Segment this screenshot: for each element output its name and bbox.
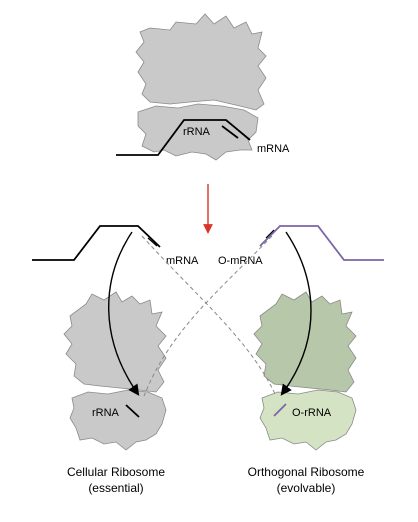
o-mrna-strand	[259, 225, 384, 261]
mrna-binding-mark	[147, 237, 158, 247]
o-mrna-to-cellular-dashed	[143, 235, 273, 397]
cellular-ribosome-large-subunit	[63, 291, 167, 393]
o-mrna-label: O-mRNA	[218, 255, 263, 267]
top-ribosome: rRNA mRNA	[116, 13, 290, 161]
orthogonal-rrna-label: O-rRNA	[292, 407, 332, 419]
orthogonal-ribosome-large-subunit	[253, 291, 357, 393]
cellular-rrna-label: rRNA	[92, 407, 120, 419]
o-mrna-to-orthogonal-arrow	[280, 231, 312, 396]
orthogonal-ribosome: O-rRNA	[253, 291, 357, 451]
cellular-ribosome-small-subunit	[69, 389, 167, 451]
mrna-label: mRNA	[166, 255, 199, 267]
top-rrna-label: rRNA	[183, 126, 211, 138]
top-ribosome-large-subunit	[135, 13, 267, 111]
top-rrna-segment	[221, 125, 239, 139]
top-mrna-strand	[116, 119, 251, 156]
cellular-caption-title: Cellular Ribosome	[67, 465, 165, 479]
cellular-ribosome: rRNA	[63, 291, 167, 451]
cellular-caption-sub: (essential)	[88, 481, 143, 495]
top-ribosome-small-subunit	[137, 103, 259, 161]
orthogonal-ribosome-small-subunit	[259, 389, 357, 451]
cellular-rrna-segment	[125, 404, 140, 418]
mrna-to-orthogonal-dashed	[141, 235, 277, 397]
orthogonal-caption-title: Orthogonal Ribosome	[248, 465, 365, 479]
orthogonal-caption-sub: (evolvable)	[277, 481, 336, 495]
mrna-strand	[32, 225, 161, 261]
o-mrna-binding-mark	[265, 229, 275, 239]
top-mrna-label: mRNA	[257, 143, 290, 155]
orthogonal-rrna-segment	[273, 403, 287, 417]
mrna-to-cellular-arrow	[108, 231, 140, 396]
